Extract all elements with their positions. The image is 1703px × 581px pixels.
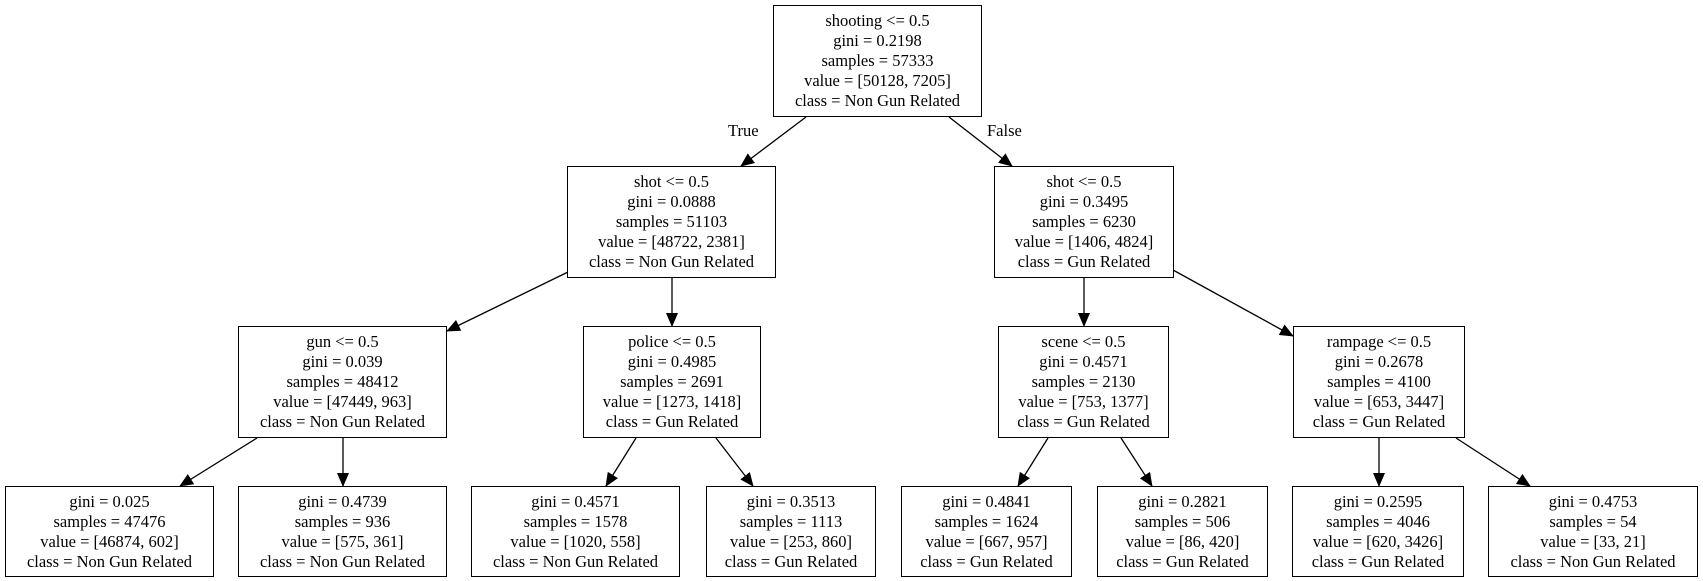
edge-n0-n8 bbox=[948, 116, 1013, 167]
node-line: police <= 0.5 bbox=[628, 332, 716, 351]
node-line: value = [667, 957] bbox=[925, 531, 1048, 551]
node-line: class = Gun Related bbox=[1312, 412, 1446, 431]
node-line: samples = 54 bbox=[1549, 511, 1637, 531]
node-line: value = [253, 860] bbox=[729, 531, 853, 551]
node-line: gini = 0.4571 bbox=[1039, 352, 1128, 371]
node-line: samples = 1624 bbox=[934, 511, 1039, 531]
node-line: gini = 0.4753 bbox=[1548, 491, 1638, 511]
node-line: gini = 0.4841 bbox=[942, 491, 1031, 511]
node-line: samples = 506 bbox=[1134, 511, 1231, 531]
node-line: shot <= 0.5 bbox=[1046, 172, 1122, 191]
node-line: shot <= 0.5 bbox=[634, 172, 709, 191]
node-line: class = Gun Related bbox=[724, 551, 858, 571]
node-line: samples = 4046 bbox=[1326, 511, 1430, 531]
node-line: samples = 1113 bbox=[739, 511, 843, 531]
node-line: samples = 4100 bbox=[1327, 372, 1431, 391]
node-line: value = [620, 3426] bbox=[1312, 531, 1444, 551]
node-line: samples = 48412 bbox=[286, 372, 399, 391]
node-line: samples = 1578 bbox=[523, 511, 628, 531]
node-line: gini = 0.4739 bbox=[298, 491, 387, 511]
node-line: value = [86, 420] bbox=[1125, 531, 1240, 551]
node-line: gini = 0.2678 bbox=[1334, 352, 1424, 371]
edge-n5-n6 bbox=[605, 437, 637, 487]
edge-n0-n1 bbox=[740, 116, 807, 167]
node-line: class = Gun Related bbox=[1311, 551, 1445, 571]
node-line: gini = 0.2821 bbox=[1138, 491, 1227, 511]
edge-n12-n14 bbox=[1455, 437, 1531, 487]
node-line: value = [653, 3447] bbox=[1313, 392, 1445, 411]
node-line: class = Non Gun Related bbox=[26, 551, 193, 571]
node-line: class = Gun Related bbox=[1116, 551, 1249, 571]
edge-n5-n7 bbox=[715, 437, 754, 487]
edge-n1-n2 bbox=[446, 271, 569, 332]
node-line: gini = 0.025 bbox=[69, 491, 150, 511]
node-line: gini = 0.039 bbox=[302, 352, 383, 371]
node-line: gini = 0.3495 bbox=[1039, 192, 1129, 211]
node-line: class = Non Gun Related bbox=[1510, 551, 1676, 571]
node-line: class = Non Gun Related bbox=[492, 551, 659, 571]
node-line: gun <= 0.5 bbox=[306, 332, 379, 351]
edge-n8-n12 bbox=[1172, 269, 1294, 337]
node-line: samples = 936 bbox=[294, 511, 391, 531]
node-line: value = [46874, 602] bbox=[40, 531, 179, 551]
node-line: gini = 0.3513 bbox=[746, 491, 836, 511]
node-line: gini = 0.2595 bbox=[1333, 491, 1423, 511]
edge-label-true: True bbox=[728, 121, 759, 140]
node-line: class = Gun Related bbox=[605, 412, 739, 431]
edge-n9-n10 bbox=[1017, 437, 1049, 487]
edge-n9-n11 bbox=[1120, 437, 1153, 487]
node-line: value = [1406, 4824] bbox=[1014, 232, 1154, 251]
edge-n2-n3 bbox=[179, 437, 258, 487]
edge-label-false: False bbox=[987, 121, 1022, 140]
node-line: class = Gun Related bbox=[1017, 412, 1150, 431]
node-line: class = Non Gun Related bbox=[259, 551, 426, 571]
node-line: class = Non Gun Related bbox=[588, 252, 755, 271]
node-line: value = [50128, 7205] bbox=[804, 71, 951, 90]
node-line: value = [48722, 2381] bbox=[598, 232, 745, 251]
node-line: value = [1273, 1418] bbox=[602, 392, 742, 411]
node-line: value = [1020, 558] bbox=[510, 531, 641, 551]
node-line: class = Non Gun Related bbox=[794, 91, 961, 110]
node-line: gini = 0.2198 bbox=[833, 31, 922, 50]
node-line: shooting <= 0.5 bbox=[825, 11, 930, 30]
node-line: samples = 2691 bbox=[620, 372, 724, 391]
node-line: value = [575, 361] bbox=[281, 531, 404, 551]
node-line: samples = 2130 bbox=[1031, 372, 1136, 391]
node-line: gini = 0.4985 bbox=[627, 352, 717, 371]
node-line: samples = 6230 bbox=[1032, 212, 1136, 231]
node-line: samples = 47476 bbox=[53, 511, 166, 531]
node-line: value = [753, 1377] bbox=[1018, 392, 1149, 411]
node-line: class = Gun Related bbox=[920, 551, 1053, 571]
node-line: class = Non Gun Related bbox=[259, 412, 426, 431]
node-line: value = [33, 21] bbox=[1540, 531, 1646, 551]
node-line: samples = 51103 bbox=[615, 212, 728, 231]
node-line: gini = 0.0888 bbox=[627, 192, 716, 211]
node-line: scene <= 0.5 bbox=[1041, 332, 1126, 351]
node-line: class = Gun Related bbox=[1017, 252, 1151, 271]
node-line: value = [47449, 963] bbox=[273, 392, 412, 411]
node-line: gini = 0.4571 bbox=[531, 491, 620, 511]
node-line: rampage <= 0.5 bbox=[1326, 332, 1432, 351]
node-line: samples = 57333 bbox=[821, 51, 934, 70]
